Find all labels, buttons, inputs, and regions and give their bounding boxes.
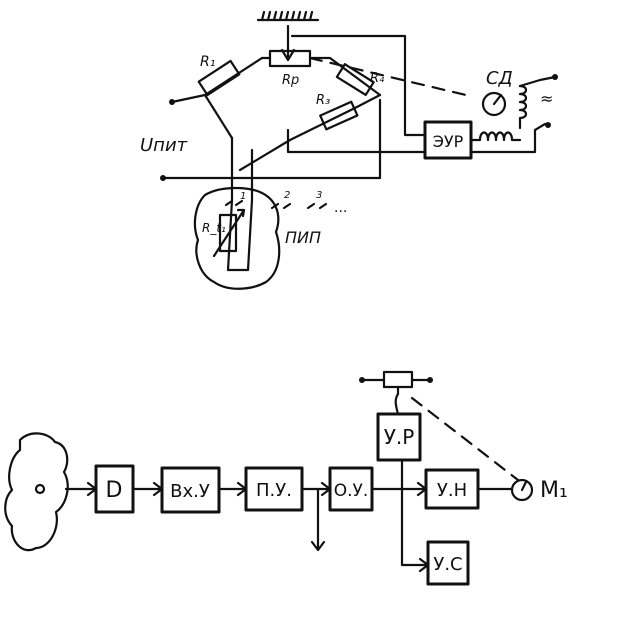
sensor-pin-1: 1 [240, 191, 246, 202]
motor-field-winding [518, 84, 528, 130]
rp-label: Rр [282, 73, 299, 88]
link-branch-sig [400, 487, 430, 573]
supply-wire-top [170, 93, 234, 140]
r1-resistor [197, 59, 241, 97]
preamplifier-label: П.У. [256, 480, 292, 501]
supply-wire-bottom [161, 98, 382, 180]
link-source-d [64, 481, 98, 497]
r1-label: R₁ [200, 54, 215, 70]
controller-label: ЭУР [433, 132, 464, 151]
bridge-circuit: ЭУР R₁ Rр R₄ R₃ R_t₁ Uпит СД ≈ ПИП 1 2 3… [140, 10, 558, 290]
sensor-label: ПИП [285, 228, 321, 247]
indicator-label: У.Н [437, 480, 467, 501]
rt-variable-arrow [212, 208, 246, 258]
signal-block [426, 540, 470, 586]
supply-terminal-bottom [160, 175, 166, 181]
input-amplifier-block [160, 466, 221, 514]
ac-terminal-top [552, 74, 558, 80]
motor-return-wire [469, 122, 547, 154]
wiper-feedback-wire [290, 34, 427, 137]
rt-sensor-resistor [218, 213, 238, 253]
motor-m1-needle [520, 480, 528, 492]
motor-m1-circle [510, 478, 534, 502]
motor-field-supply-wire [518, 75, 557, 88]
source-blob [4, 432, 69, 552]
rp-slider-arrow [280, 48, 296, 62]
ac-label: ≈ [540, 89, 553, 108]
preamp-tap-output [310, 487, 326, 552]
r4-resistor [335, 63, 375, 97]
input-amplifier-label: Вх.У [170, 481, 210, 502]
r4-label: R₄ [370, 71, 385, 86]
link-outamp-ind [370, 481, 428, 497]
ac-terminal-bottom [545, 122, 551, 128]
link-inamp-preamp [217, 481, 248, 497]
sensor-terminals [224, 199, 328, 210]
bridge-arm-top [260, 56, 382, 97]
preamplifier-block [244, 466, 304, 512]
motor-label: СД [486, 68, 513, 89]
block-diagram: D Вх.У П.У. О.У. У.Р У.Н У.С М₁ [4, 370, 568, 586]
bridge-output-wire [286, 128, 427, 154]
output-amplifier-block [328, 466, 374, 512]
supply-terminal-top [169, 99, 175, 105]
supply-label: Uпит [140, 135, 188, 156]
rt-label: R_t₁ [202, 221, 226, 235]
reg-potentiometer [359, 370, 433, 416]
motor-coil [469, 131, 522, 142]
signal-label: У.С [433, 554, 462, 575]
mechanical-linkage-top [308, 56, 472, 98]
d-block [94, 464, 135, 514]
ground-symbol [256, 10, 320, 22]
d-block-label: D [106, 478, 123, 503]
bridge-arm-left-top [203, 56, 264, 97]
motor-m1-label: М₁ [540, 478, 568, 503]
source-dot [34, 483, 46, 495]
sensor-pin-2: 2 [284, 190, 290, 201]
regulator-label: У.Р [384, 425, 415, 449]
indicator-block [424, 468, 480, 510]
sensor-lead-right [226, 148, 254, 272]
motor-rotor-needle [492, 93, 503, 106]
sensor-body-outline [193, 186, 281, 290]
link-d-inamp [131, 481, 164, 497]
sensor-more-dots: ... [334, 200, 347, 216]
bridge-arm-right [238, 93, 382, 172]
sensor-pin-3: 3 [316, 190, 322, 201]
motor-rotor [481, 91, 507, 117]
link-preamp-outamp [300, 481, 332, 497]
output-amplifier-label: О.У. [334, 481, 369, 501]
mechanical-linkage-bottom [410, 396, 520, 482]
r3-resistor [319, 100, 359, 131]
r3-label: R₃ [316, 93, 330, 108]
